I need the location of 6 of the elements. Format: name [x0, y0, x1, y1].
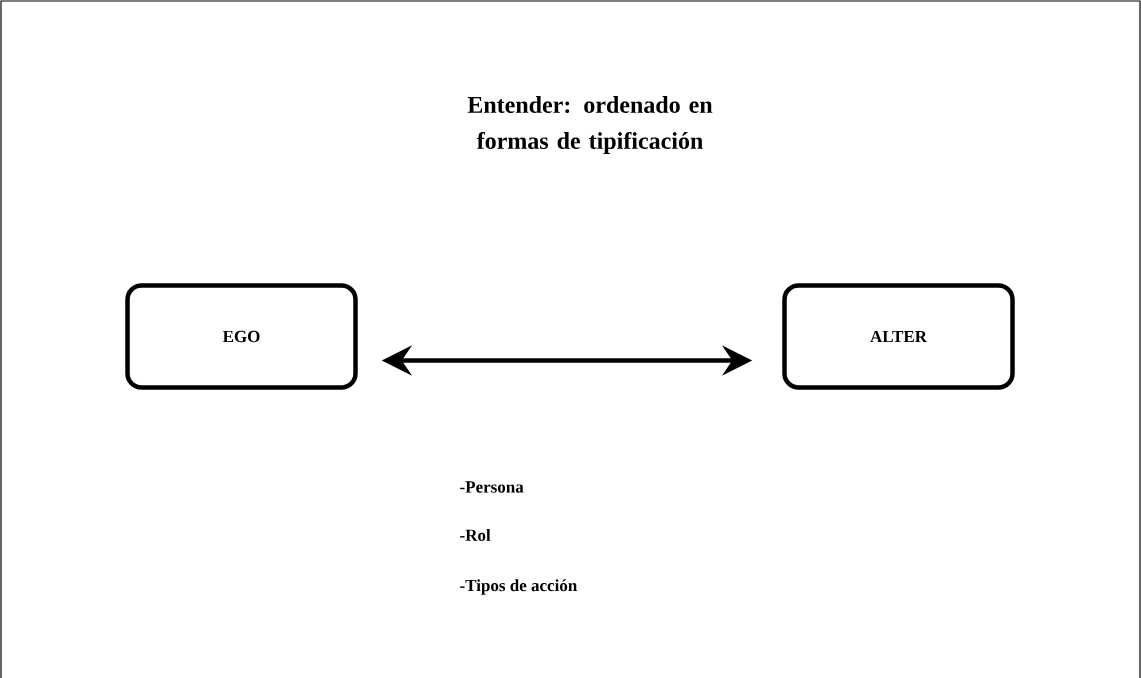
- list-item: -Rol: [460, 529, 491, 541]
- title: Entender: ordenado en formas de tipificación: [467, 96, 713, 154]
- list-item: -Persona: [460, 481, 524, 493]
- rounded-box: EGO: [125, 283, 358, 390]
- rounded-box: ALTER: [782, 283, 1015, 390]
- list-item: -Tipos de acción: [460, 579, 577, 595]
